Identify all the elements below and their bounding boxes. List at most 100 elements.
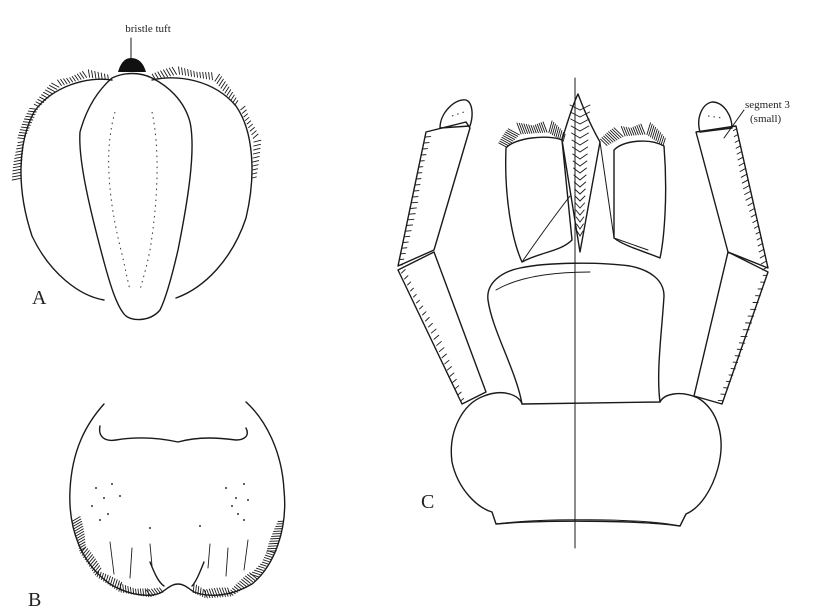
seta <box>26 116 34 117</box>
barb <box>572 140 580 145</box>
seta <box>91 561 97 568</box>
seta <box>254 570 261 572</box>
barb <box>572 133 580 138</box>
seta <box>182 68 183 75</box>
seta <box>254 144 261 146</box>
seta <box>206 72 207 78</box>
seta <box>221 82 225 89</box>
barb <box>574 168 581 173</box>
seta <box>155 73 159 79</box>
barb <box>576 210 580 215</box>
seta <box>461 398 464 400</box>
seta <box>602 138 609 145</box>
seta <box>256 568 263 570</box>
seta <box>437 341 442 345</box>
pit <box>243 519 245 521</box>
barb <box>573 161 580 166</box>
pit <box>149 527 151 529</box>
seta <box>426 317 430 321</box>
seta <box>12 178 20 180</box>
seta <box>743 186 748 189</box>
barb <box>580 119 589 124</box>
seta <box>757 238 761 240</box>
seta <box>208 544 210 568</box>
pit <box>225 487 227 489</box>
seta <box>123 585 124 593</box>
a-dotted-left <box>109 112 130 290</box>
barb <box>572 147 580 152</box>
seta <box>740 169 745 172</box>
seta <box>761 261 766 264</box>
seta <box>442 354 446 358</box>
a-dotted-right <box>140 112 157 290</box>
barb <box>580 182 586 187</box>
seta <box>408 282 411 285</box>
seta <box>410 208 416 209</box>
seta <box>420 306 423 309</box>
b-inner-ridge <box>100 426 248 442</box>
seta <box>191 70 192 76</box>
seta <box>750 209 754 212</box>
seta <box>158 72 162 78</box>
seta <box>22 124 30 125</box>
b-setae <box>72 517 283 598</box>
seta <box>266 553 273 555</box>
pit <box>111 483 113 485</box>
seta <box>70 78 73 82</box>
seta <box>748 203 753 206</box>
seta <box>95 71 96 78</box>
seta <box>83 72 87 78</box>
pit <box>103 497 105 499</box>
seta <box>45 90 52 94</box>
seta <box>245 576 252 582</box>
seta <box>42 95 48 98</box>
seta <box>229 92 232 97</box>
a-central-piece <box>80 74 192 320</box>
seta <box>253 152 259 154</box>
seta <box>18 138 25 139</box>
c-base-plate <box>451 393 721 526</box>
seta <box>265 555 272 557</box>
seta <box>13 172 21 174</box>
barb <box>580 210 584 215</box>
seta <box>736 146 740 148</box>
seta <box>98 72 99 78</box>
seta <box>27 114 35 115</box>
seta <box>40 97 46 100</box>
seta <box>453 379 457 382</box>
seta <box>250 127 254 131</box>
seta <box>262 562 267 564</box>
seta <box>209 72 210 79</box>
seta <box>641 124 645 134</box>
seta <box>254 140 261 142</box>
barb <box>580 147 588 152</box>
barb <box>580 224 583 229</box>
seta <box>253 572 261 574</box>
seta <box>253 169 258 170</box>
seta <box>80 73 84 79</box>
seta <box>439 348 444 352</box>
barb <box>575 196 580 201</box>
seta <box>253 165 258 166</box>
seta <box>110 542 114 574</box>
barb <box>580 168 587 173</box>
seta <box>601 139 607 145</box>
seta <box>253 161 259 162</box>
seta <box>67 78 70 82</box>
seta <box>663 138 665 145</box>
seta <box>75 75 78 80</box>
seta <box>233 98 236 103</box>
seta <box>89 559 95 566</box>
seta <box>431 329 436 333</box>
seta <box>746 197 751 200</box>
barb <box>580 154 587 159</box>
seta <box>179 67 180 74</box>
segment3-label-line1: segment 3 <box>745 99 790 111</box>
c-body-ridge <box>496 272 590 290</box>
seta <box>411 202 417 203</box>
seta <box>455 386 458 389</box>
seta <box>254 148 261 150</box>
pit <box>99 519 101 521</box>
seta <box>734 135 738 137</box>
c-right-palp-seg2 <box>696 126 768 268</box>
